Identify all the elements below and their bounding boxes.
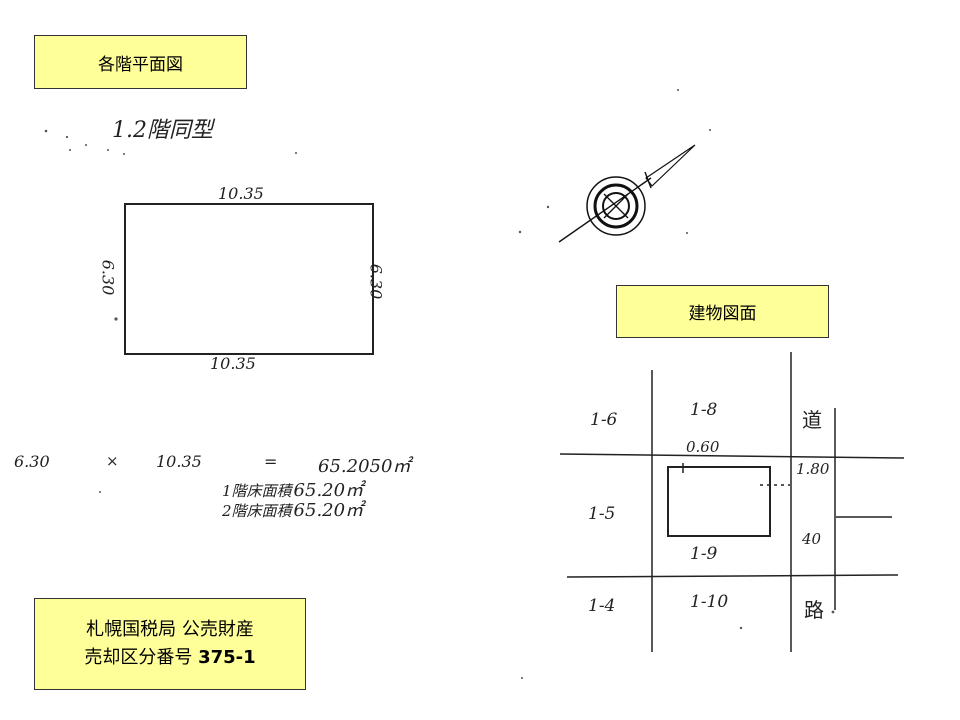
floor-plan-top-dimension: 10.35 [218, 184, 264, 203]
dimension-0-60: 0.60 [686, 438, 720, 456]
building-drawing-title-text: 建物図面 [688, 304, 757, 324]
floor-plan-rectangle [124, 203, 374, 355]
floor2-area-value: 65.20㎡ [293, 500, 364, 521]
lot-1-4: 1-4 [588, 596, 616, 616]
floor2-area-label: 2階床面積 [222, 502, 292, 520]
lot-1-6: 1-6 [590, 410, 618, 430]
dimension-1-80: 1.80 [796, 460, 830, 478]
north-arrow [558, 144, 696, 243]
tax-office-info-box: 札幌国税局 公売財産 売却区分番号 375-1 [34, 598, 306, 690]
lot-1-8: 1-8 [690, 400, 718, 420]
calc-result-value: 65.2050 [318, 456, 393, 477]
floor1-area-label: 1階床面積 [222, 482, 292, 500]
sale-division-number: 375-1 [198, 647, 256, 668]
office-line-1: 札幌国税局 公売財産 [86, 619, 254, 641]
office-line-2: 売却区分番号 375-1 [84, 644, 255, 672]
scan-specks [44, 89, 835, 679]
dimension-40: 40 [802, 530, 822, 548]
road-label-char-2: 路 [804, 598, 824, 622]
calc-result-unit: ㎡ [392, 456, 411, 477]
floor1-area-value: 65.20㎡ [293, 480, 364, 501]
floor-plan-right-dimension: 6.30 [366, 263, 386, 300]
floor-plan-left-dimension: 6.30 [98, 259, 118, 296]
calc-width: 6.30 [14, 452, 50, 471]
calc-equals: = [264, 452, 278, 471]
lot-1-9: 1-9 [690, 544, 718, 564]
lot-1-5: 1-5 [588, 504, 616, 524]
calc-times: × [106, 452, 119, 470]
building-drawing-title: 建物図面 [616, 285, 829, 338]
floor-plans-title: 各階平面図 [34, 35, 247, 89]
floor-plan-heading: 1.2階同型 [112, 118, 213, 143]
floor-plan-bottom-dimension: 10.35 [210, 354, 256, 373]
calc-result: 65.2050㎡ [318, 452, 410, 478]
floor-plans-title-text: 各階平面図 [98, 54, 183, 75]
lot-1-10: 1-10 [690, 592, 729, 612]
road-label-char-1: 道 [802, 408, 822, 432]
calc-length: 10.35 [156, 452, 202, 471]
site-map-lines [559, 352, 905, 652]
office-line-2-prefix: 売却区分番号 [84, 647, 199, 668]
